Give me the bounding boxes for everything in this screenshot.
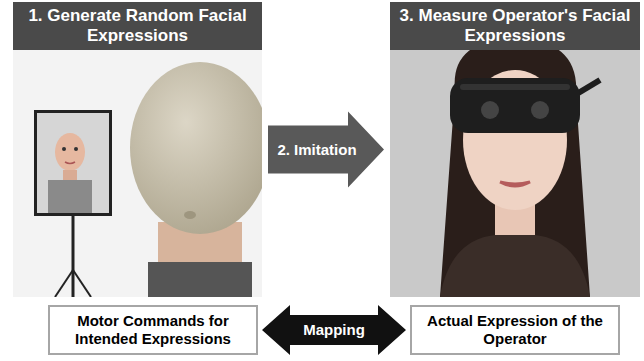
- double-block-arrow: [262, 305, 406, 355]
- arrow-label: 2. Imitation: [274, 141, 359, 159]
- operator-photo: [390, 2, 640, 297]
- box-label: Actual Expression of the Operator: [412, 312, 618, 348]
- box-label: Motor Commands for Intended Expressions: [50, 312, 256, 348]
- arrow-label: Mapping: [300, 321, 368, 339]
- step-panel: 3. Measure Operator's Facial Expressions: [390, 2, 640, 297]
- panel-heading: 1. Generate Random Facial Expressions: [13, 2, 262, 50]
- step-panel: 1. Generate Random Facial Expressions: [13, 2, 262, 297]
- robot-photo: [13, 2, 262, 297]
- block-arrow: [268, 112, 384, 188]
- panel-heading: 3. Measure Operator's Facial Expressions: [390, 2, 640, 50]
- result-box: Actual Expression of the Operator: [410, 305, 620, 355]
- result-box: Motor Commands for Intended Expressions: [48, 305, 258, 355]
